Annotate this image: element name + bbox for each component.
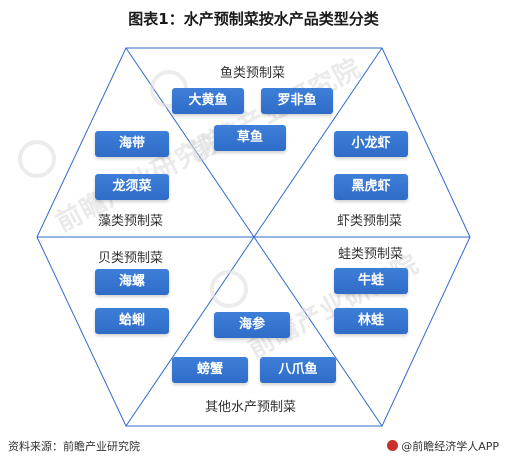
item-pill: 大黄鱼	[172, 88, 244, 114]
item-pill: 蛤蜊	[95, 308, 169, 334]
chart-title: 图表1：水产预制菜按水产品类型分类	[128, 10, 379, 28]
brand-credit: @前瞻经济学人APP	[387, 438, 499, 454]
watermark-logo-icon	[18, 140, 56, 178]
brand-logo-icon	[387, 440, 399, 451]
category-label-fish: 鱼类预制菜	[220, 66, 286, 81]
watermark-logo-icon	[210, 270, 248, 308]
category-label-shellfish: 贝类预制菜	[98, 251, 164, 266]
item-pill: 小龙虾	[334, 131, 408, 157]
item-pill: 牛蛙	[334, 268, 408, 294]
item-pill: 海参	[214, 312, 290, 338]
item-pill: 罗非鱼	[261, 88, 333, 114]
item-pill: 海螺	[95, 269, 169, 295]
item-pill: 海带	[95, 131, 169, 157]
category-label-algae: 藻类预制菜	[98, 214, 164, 229]
item-pill: 龙须菜	[95, 174, 169, 200]
item-pill: 八爪鱼	[260, 357, 336, 383]
brand-text: @前瞻经济学人APP	[401, 440, 499, 453]
category-label-frog: 蛙类预制菜	[338, 247, 404, 262]
item-pill: 林蛙	[334, 308, 408, 334]
category-label-shrimp: 虾类预制菜	[337, 214, 403, 229]
item-pill: 黑虎虾	[334, 174, 408, 200]
item-pill: 螃蟹	[172, 357, 248, 383]
source-note: 资料来源：前瞻产业研究院	[8, 440, 140, 453]
item-pill: 草鱼	[214, 125, 286, 151]
category-label-other: 其他水产预制菜	[205, 400, 297, 415]
